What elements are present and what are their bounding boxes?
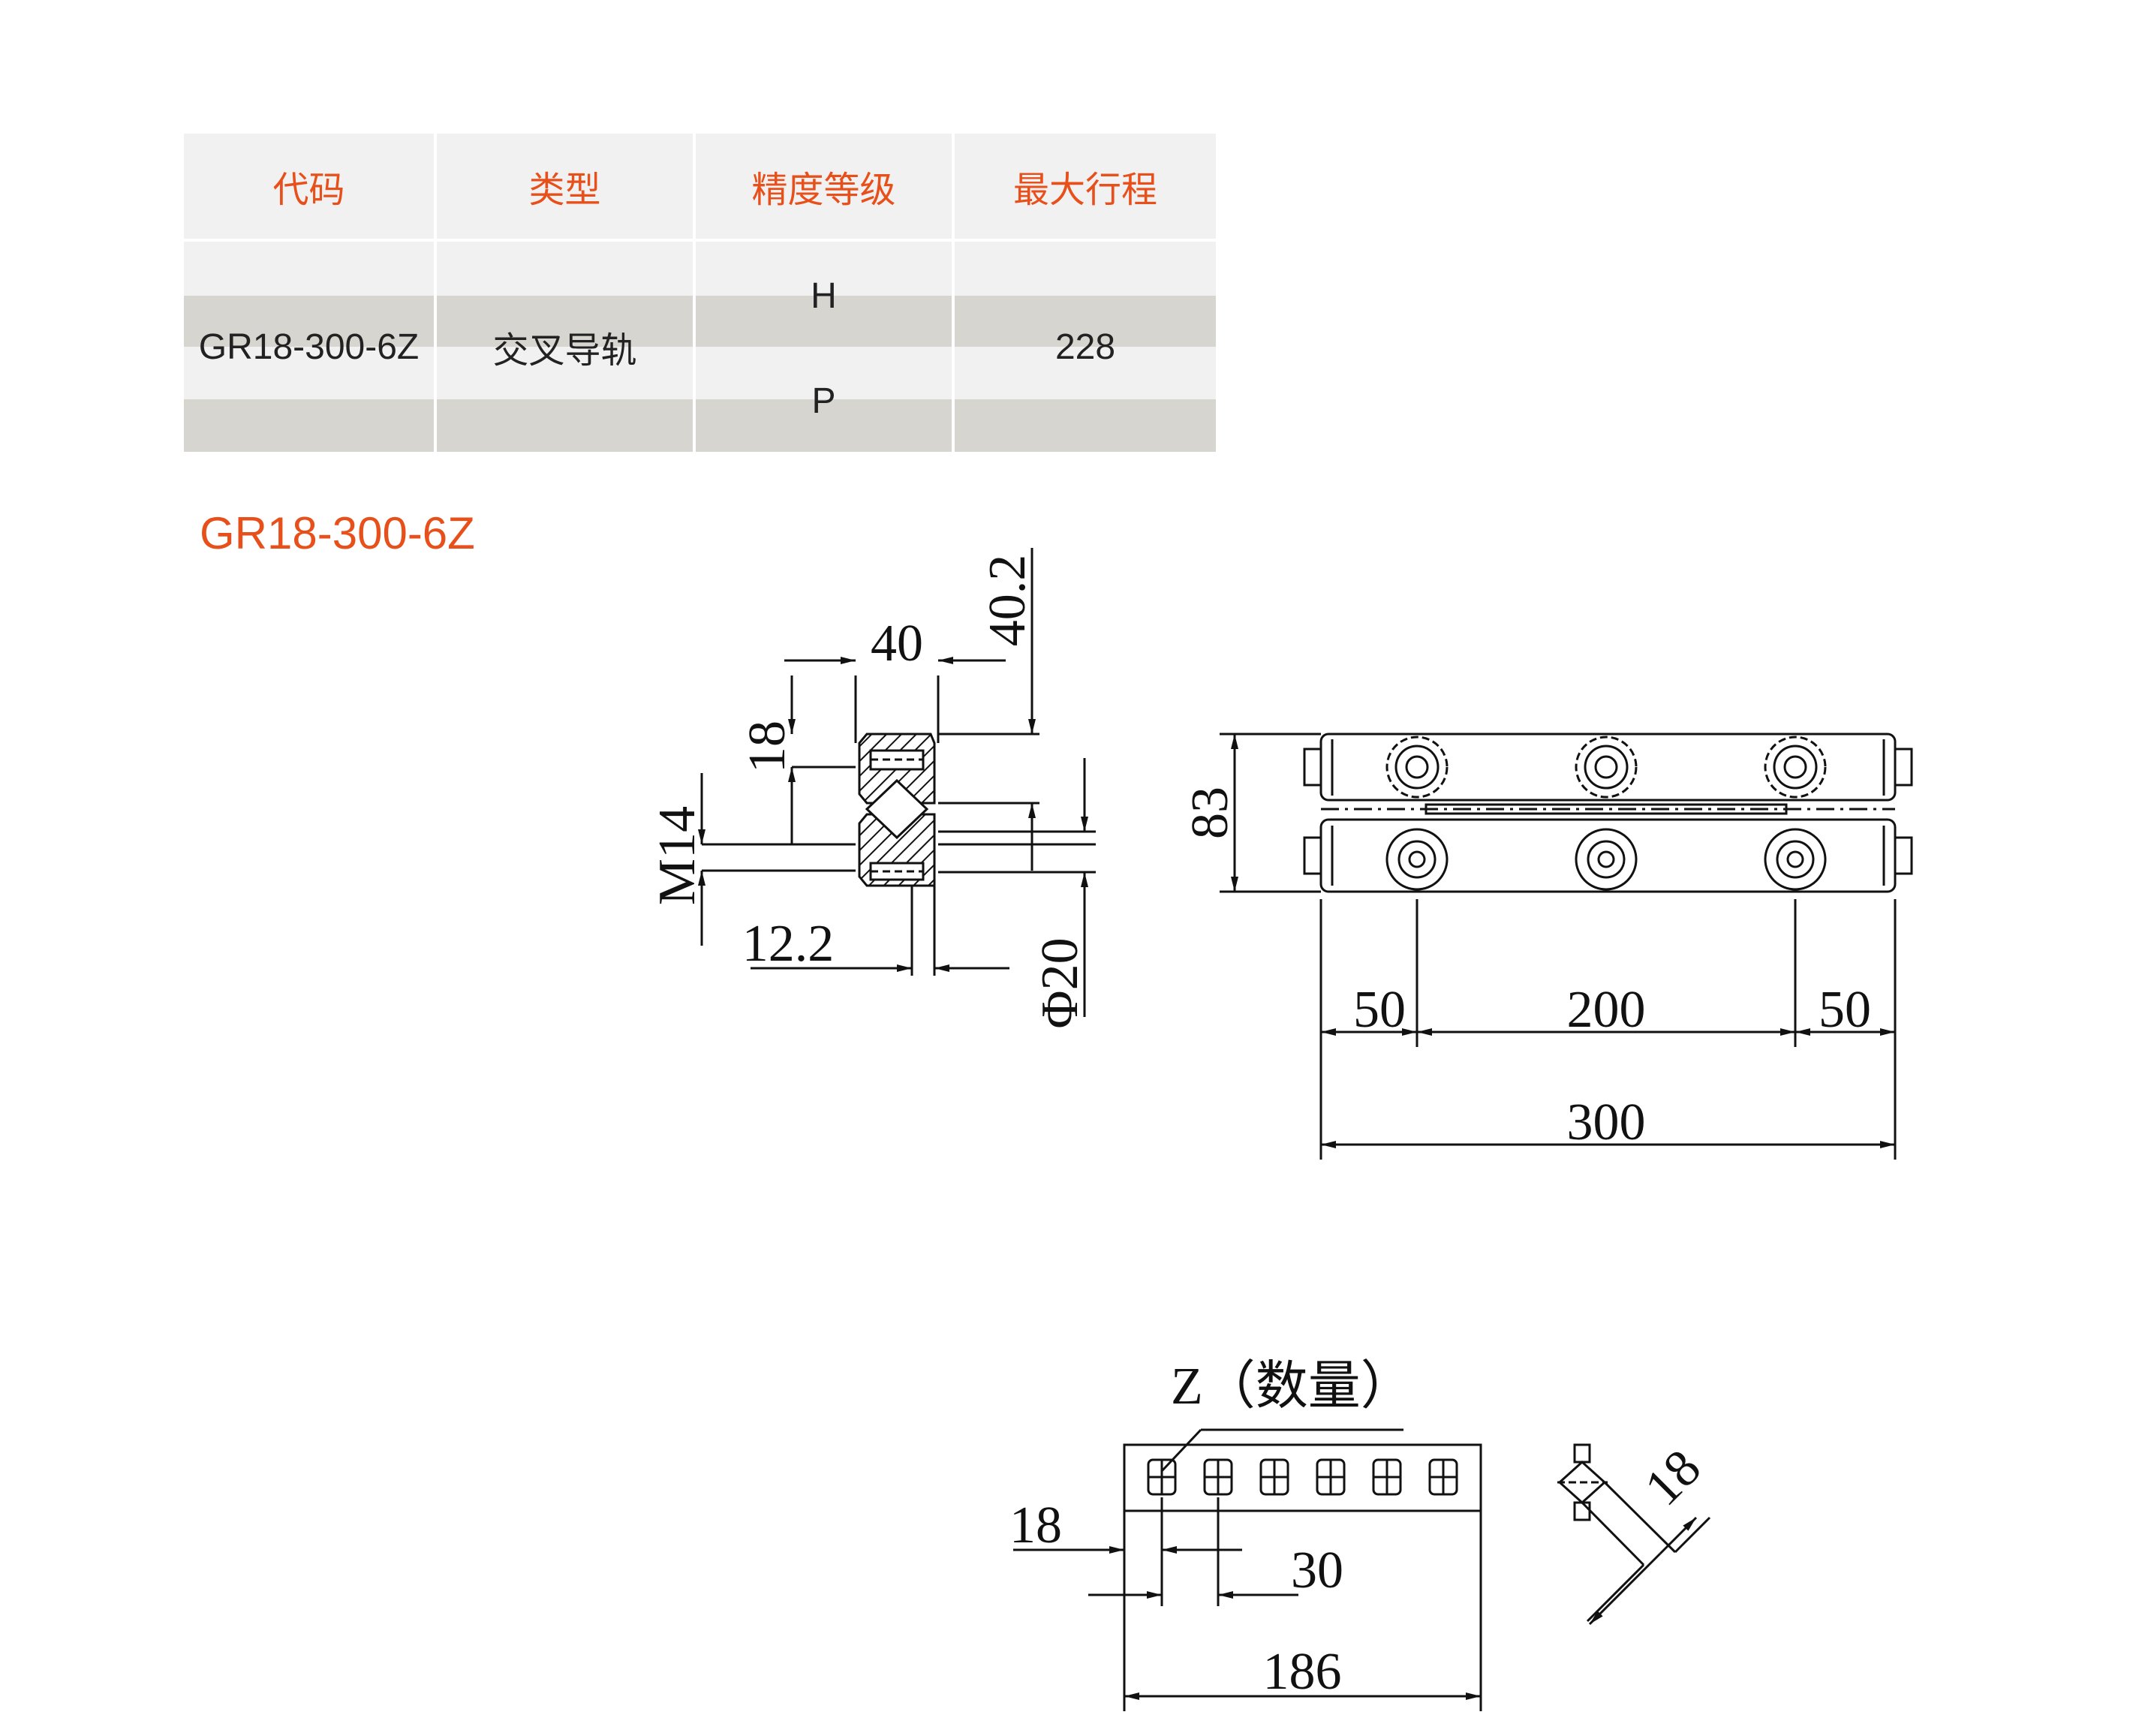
header-stroke: 最大行程 <box>953 134 1216 242</box>
lower-end-stop-left <box>1303 836 1322 875</box>
roller-detail <box>1557 1443 1711 1626</box>
dim-cage-pitch: 30 <box>1291 1542 1343 1599</box>
dim-hole-offset: 18 <box>739 721 796 773</box>
dim-thread: M14 <box>648 806 706 905</box>
cage-view <box>1013 1428 1482 1711</box>
roller-section <box>865 778 929 840</box>
lower-holes <box>1385 828 1827 891</box>
roller-cage <box>1123 1443 1482 1512</box>
dim-section-height: 40.2 <box>979 555 1036 647</box>
header-grade: 精度等级 <box>694 134 955 242</box>
cross-section-view <box>698 548 1096 1017</box>
upper-end-stop-right <box>1894 748 1913 787</box>
spec-table: 代码 类型 精度等级 最大行程 GR18-300-6Z 交叉导轨 H P 228 <box>184 134 1216 452</box>
cage-rollers <box>1147 1458 1458 1496</box>
cell-type: 交叉导轨 <box>435 240 696 452</box>
dim-end-right: 50 <box>1819 981 1871 1039</box>
dim-section-width: 40 <box>871 615 923 672</box>
assembly-view <box>1220 733 1913 1160</box>
upper-end-stop-left <box>1303 748 1322 787</box>
grade-p: P <box>811 381 836 421</box>
header-type: 类型 <box>435 134 696 242</box>
dim-assembly-height: 83 <box>1181 787 1239 839</box>
dim-roller-offset: 12.2 <box>742 915 835 973</box>
header-code: 代码 <box>184 134 437 242</box>
model-heading: GR18-300-6Z <box>200 508 475 558</box>
cage-label: Z（数量） <box>1171 1358 1413 1416</box>
dim-diameter: Φ20 <box>1031 937 1089 1028</box>
cell-grade: H P <box>694 240 955 452</box>
cell-stroke: 228 <box>953 240 1216 452</box>
lower-end-stop-right <box>1894 836 1913 875</box>
dim-length: 300 <box>1567 1094 1646 1151</box>
cell-code: GR18-300-6Z <box>184 240 437 452</box>
upper-holes <box>1385 736 1827 799</box>
table-header-row: 代码 类型 精度等级 最大行程 <box>184 134 1216 242</box>
dim-cage-first: 18 <box>1009 1497 1062 1554</box>
dim-end-left: 50 <box>1353 981 1406 1039</box>
dim-cage-length: 186 <box>1263 1643 1342 1701</box>
grade-h: H <box>811 276 837 316</box>
table-row: GR18-300-6Z 交叉导轨 H P 228 <box>184 240 1216 452</box>
dim-pitch: 200 <box>1567 981 1646 1039</box>
dim-roller-size: 18 <box>1634 1439 1712 1517</box>
